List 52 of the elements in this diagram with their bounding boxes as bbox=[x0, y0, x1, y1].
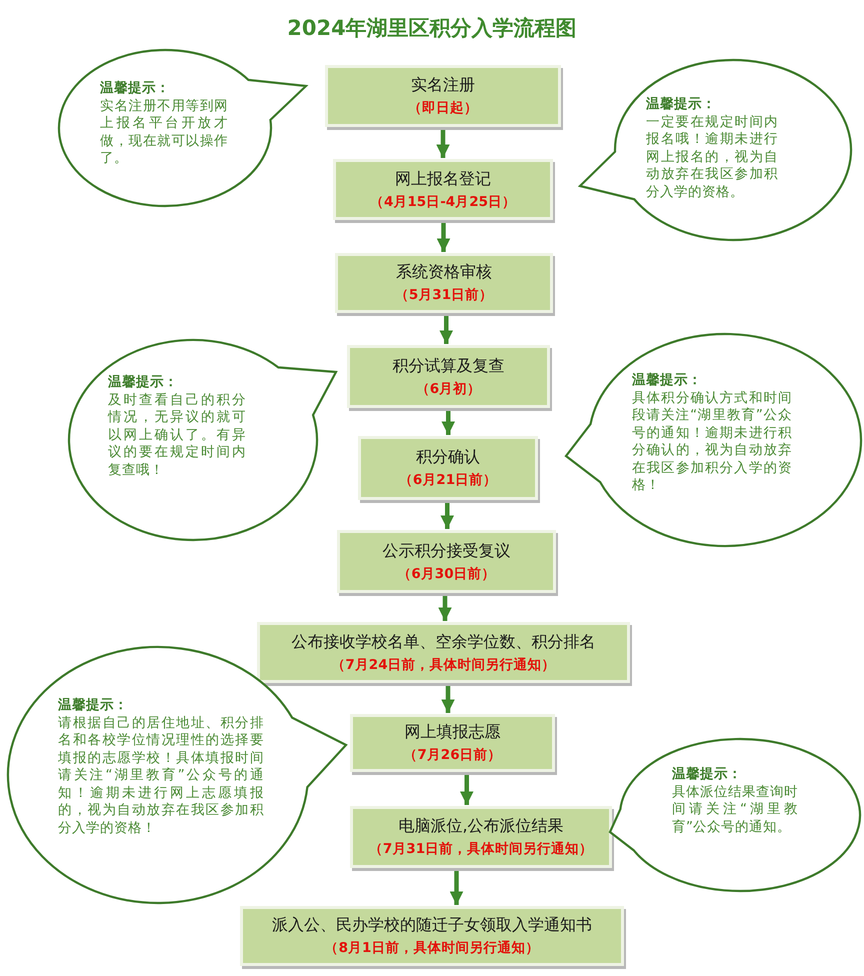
step-date: （8月1日前，具体时间另行通知） bbox=[324, 939, 540, 957]
step-title: 公示积分接受复议 bbox=[382, 540, 510, 562]
arrow bbox=[436, 223, 450, 252]
tip-heading: 温馨提示： bbox=[646, 96, 717, 114]
step-title: 积分确认 bbox=[416, 447, 480, 468]
arrow bbox=[440, 503, 454, 529]
arrow bbox=[441, 686, 455, 713]
process-box bbox=[257, 622, 630, 683]
step-date: （5月31日前） bbox=[394, 286, 494, 304]
process-box bbox=[337, 530, 556, 593]
step-date: （7月31日前，具体时间另行通知） bbox=[368, 840, 594, 858]
tip-heading: 温馨提示： bbox=[672, 766, 743, 784]
step-date: （即日起） bbox=[408, 99, 478, 117]
tip-heading: 温馨提示： bbox=[58, 697, 129, 715]
tip-text: 及时查看自己的积分情况，无异议的就可以网上确认了。有异议的要在规定时间内复查哦！ bbox=[108, 392, 246, 480]
diagram-title: 2024年湖里区积分入学流程图 bbox=[286, 15, 578, 42]
arrow bbox=[442, 411, 455, 435]
process-box bbox=[347, 345, 550, 408]
step-title: 积分试算及复查 bbox=[392, 356, 504, 376]
step-title: 派入公、民办学校的随迁子女领取入学通知书 bbox=[272, 915, 592, 936]
step-title: 电脑派位,公布派位结果 bbox=[398, 816, 564, 837]
tip-text: 具体派位结果查询时间请关注“湖里教育”公众号的通知。 bbox=[672, 784, 798, 836]
process-box bbox=[350, 806, 612, 868]
process-box bbox=[325, 65, 561, 127]
process-box bbox=[333, 159, 553, 220]
step-title: 网上报名登记 bbox=[395, 168, 491, 190]
process-box bbox=[335, 253, 553, 313]
tip-text: 具体积分确认方式和时间段请关注“湖里教育”公众号的通知！逾期未进行积分确认的，视为自动放弃在我区参加积分入学的资格！ bbox=[632, 390, 792, 495]
step-title: 公布接收学校名单、空余学位数、积分排名 bbox=[292, 632, 596, 652]
tip-heading: 温馨提示： bbox=[632, 372, 703, 390]
process-box bbox=[358, 436, 538, 500]
step-date: （6月初） bbox=[416, 380, 482, 398]
step-date: （4月15日-4月25日） bbox=[370, 192, 516, 210]
step-title: 实名注册 bbox=[411, 75, 475, 96]
step-title: 系统资格审核 bbox=[396, 262, 492, 283]
step-date: （6月21日前） bbox=[398, 471, 498, 489]
tip-text: 一定要在规定时间内报名哦！逾期未进行网上报名的，视为自动放弃在我区参加积分入学的资格。 bbox=[646, 114, 778, 202]
tip-text: 请根据自己的居住地址、积分排名和各校学位情况理性的选择要填报的志愿学校！具体填报时间请关注“湖里教育”公众号的通知！逾期未进行网上志愿填报的，视为自动放弃在我区参加积分入学的资格！ bbox=[58, 714, 264, 838]
arrow bbox=[460, 775, 474, 805]
step-title: 网上填报志愿 bbox=[404, 722, 500, 743]
process-box bbox=[350, 714, 555, 772]
arrow bbox=[438, 596, 452, 621]
tip-text: 实名注册不用等到网上报名平台开放才做，现在就可以操作了。 bbox=[100, 98, 228, 168]
tip-heading: 温馨提示： bbox=[108, 374, 179, 392]
step-date: （7月24日前，具体时间另行通知） bbox=[331, 656, 556, 674]
process-box bbox=[240, 906, 624, 966]
step-date: （7月26日前） bbox=[403, 746, 502, 764]
tip-heading: 温馨提示： bbox=[100, 80, 171, 98]
arrow bbox=[436, 130, 450, 158]
step-date: （6月30日前） bbox=[397, 564, 496, 582]
arrow bbox=[440, 316, 453, 344]
arrow bbox=[450, 871, 464, 905]
